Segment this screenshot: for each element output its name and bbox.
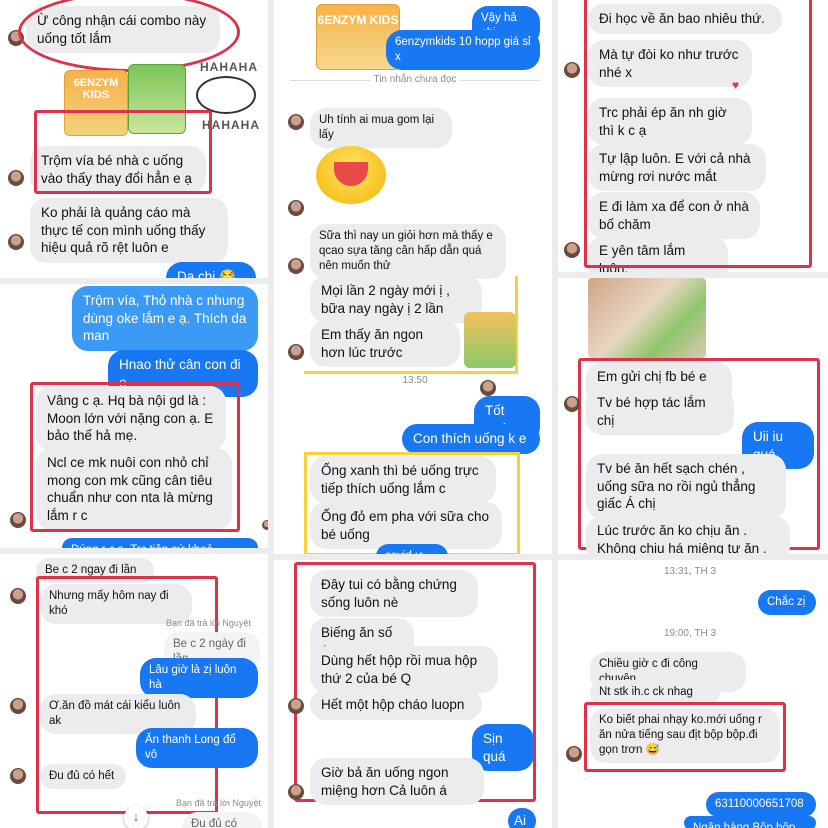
avatar: [288, 698, 304, 714]
message-bubble: Đây tui có bằng chứng sống luôn nè: [310, 570, 478, 618]
message-bubble-sent: Lâu giờ là zị luôn hà: [140, 658, 258, 698]
message-bubble-sent: Da chị 😂😂: [166, 262, 256, 278]
message-bubble: Ống xanh thì bé uống trực tiếp thích uốn…: [310, 456, 496, 504]
grid-divider: [268, 0, 274, 828]
avatar: [10, 698, 26, 714]
timestamp: 13:50: [402, 375, 428, 386]
baby-photo: [588, 278, 706, 358]
avatar: [480, 380, 496, 396]
highlight-box: [34, 110, 212, 194]
avatar: [288, 344, 304, 360]
avatar: [10, 588, 26, 604]
message-bubble: Mọi lần 2 ngày mới ị , bữa nay ngày ị 2 …: [310, 276, 482, 324]
message-bubble: Hết một hộp cháo luopn: [310, 690, 482, 720]
message-bubble-sent: Ngân hàng Bộp bộp: [684, 816, 816, 828]
grid-divider: [558, 272, 828, 278]
screenshot-panel-6: Em gửi chị fb bé e nè Tv bé hợp tác lắm …: [560, 278, 828, 556]
message-bubble-sent: Đúng r c ạ. Trc tiện cứ khoẻ: [62, 538, 258, 548]
message-bubble: E yên tâm lắm luôn.: [588, 236, 728, 278]
screenshot-panel-7: Be c 2 ngay đi lần Nhưng mấy hôm nay đi …: [0, 556, 268, 828]
avatar: [262, 520, 268, 530]
product-box: 6ENZYM KIDS: [316, 4, 400, 70]
message-bubble-sent: Ăn thanh Long đổ vô: [136, 728, 258, 768]
highlight-box-yellow: [304, 276, 518, 374]
message-bubble: Giờ bả ăn uống ngon miệng hơn Cả luôn á: [310, 758, 484, 806]
highlight-box: [30, 382, 240, 532]
screenshot-panel-1: Ừ công nhận cái combo này uống tốt lắm 6…: [0, 0, 268, 278]
message-bubble: Nhưng mấy hôm nay đi khó: [40, 584, 192, 624]
product-box-green: [128, 64, 186, 134]
screenshot-panel-2: 6ENZYM KIDS Vậy hả chị 6enzymkids 10 hop…: [280, 0, 552, 560]
laughing-emoji: [316, 146, 386, 204]
message-bubble: E đi làm xa để con ở nhà bố chăm: [588, 192, 760, 240]
avatar: [10, 768, 26, 784]
highlight-box: [584, 0, 812, 268]
message-bubble: Tự lập luôn. E với cả nhà mừng rơi nước …: [588, 144, 766, 192]
grid-divider: [0, 548, 268, 554]
message-bubble: Ko biết phai nhạy ko.mới uống r ăn nửa t…: [590, 708, 780, 763]
message-bubble: Đu đủ có hết: [40, 764, 126, 789]
message-bubble-sent: 63110000651708: [706, 792, 816, 817]
message-bubble-sent: Trộm vía, Thỏ nhà c nhung dùng oke lắm e…: [72, 286, 258, 351]
avatar: [564, 396, 580, 412]
scroll-down-button[interactable]: ↓: [124, 806, 148, 828]
product-box-orange: 6ENZYM KIDS: [64, 70, 128, 136]
message-bubble: Em thấy ăn ngon hơn lúc trước: [310, 320, 460, 368]
message-bubble-sent: Con thích uống k e: [402, 424, 540, 454]
message-bubble: Ơ.ăn đồ mát cái kiểu luôn ak: [40, 694, 196, 734]
haha-sticker-text-2: HAHAHA: [202, 118, 260, 132]
grid-divider: [0, 278, 268, 284]
avatar: [564, 242, 580, 258]
avatar: [566, 746, 582, 762]
message-bubble: Ống đỏ em pha với sữa cho bé uống: [310, 502, 502, 550]
avatar: [8, 234, 24, 250]
reply-indicator: Bạn đã trả lời Nguyệt: [166, 618, 251, 628]
avatar: [288, 784, 304, 800]
message-bubble: Sữa thì nay un giỏi hơn mà thấy e qcao s…: [310, 224, 506, 279]
message-bubble: Mà tự đòi ko như trước nhé x: [588, 40, 752, 88]
message-bubble-sent: Sịn quá: [472, 724, 534, 772]
message-bubble: Trộm vía bé nhà c uống vào thấy thay đổi…: [30, 146, 206, 194]
message-bubble: Ko phải là quảng cáo mà thực tế con mình…: [30, 198, 228, 263]
avatar: [288, 258, 304, 274]
timestamp: 13:31, TH 3: [663, 566, 717, 577]
message-bubble: Dùng hết hộp rồi mua hộp thứ 2 của bé Q: [310, 646, 498, 694]
reply-indicator: Bạn đã trả lời Nguyệt: [176, 798, 261, 808]
message-bubble: Uh tính ai mua gom lại lấy: [310, 108, 452, 148]
grid-divider: [274, 554, 552, 560]
heart-reaction-icon: ♥: [732, 78, 740, 92]
product-thumbnail: [464, 312, 516, 368]
grid-divider: [552, 0, 558, 828]
message-bubble: Đi học về ăn bao nhiêu thứ.: [588, 4, 782, 34]
screenshot-panel-3: Đi học về ăn bao nhiêu thứ. Mà tự đòi ko…: [560, 0, 828, 278]
avatar: [10, 512, 26, 528]
avatar: [564, 62, 580, 78]
message-bubble-sent: Chắc zị: [758, 590, 816, 615]
avatar: [288, 200, 304, 216]
screenshot-panel-9: 13:31, TH 3 Chắc zị 19:00, TH 3 Chiều gi…: [560, 560, 828, 828]
message-bubble-sent: Ai: [508, 808, 536, 828]
message-bubble: Lúc trước ăn ko chịu ăn . Không chịu há …: [586, 516, 790, 556]
unread-divider-label: Tin nhắn chưa đọc: [370, 74, 460, 85]
haha-sticker-text: HAHAHA: [200, 60, 258, 74]
timestamp: 19:00, TH 3: [663, 628, 717, 639]
message-bubble-sent: 6enzymkids 10 hopp giá sỉ x: [386, 30, 540, 70]
avatar: [8, 170, 24, 186]
bunny-sticker: [196, 76, 256, 114]
grid-divider: [558, 554, 828, 560]
message-bubble: Tv bé ăn hết sạch chén , uống sữa no rồi…: [586, 454, 786, 519]
screenshot-panel-8: Đây tui có bằng chứng sống luôn nè Biếng…: [280, 560, 552, 828]
message-bubble: Tv bé hợp tác lắm chị: [586, 388, 734, 436]
message-bubble: Nt stk ih.c ck nhag: [590, 680, 720, 705]
screenshot-panel-4: Trộm vía, Thỏ nhà c nhung dùng oke lắm e…: [0, 284, 268, 548]
highlight-box: [584, 702, 786, 772]
avatar: [288, 114, 304, 130]
message-bubble: Trc phải ép ăn nh giờ thì k c ạ: [588, 98, 752, 146]
message-bubble: Ncl ce mk nuôi con nhỏ chỉ mong con mk c…: [36, 448, 232, 531]
quoted-message: Đu đủ có hết: [182, 812, 262, 828]
message-bubble: Vâng c ạ. Hq bà nội gd là : Moon lớn với…: [36, 386, 226, 451]
